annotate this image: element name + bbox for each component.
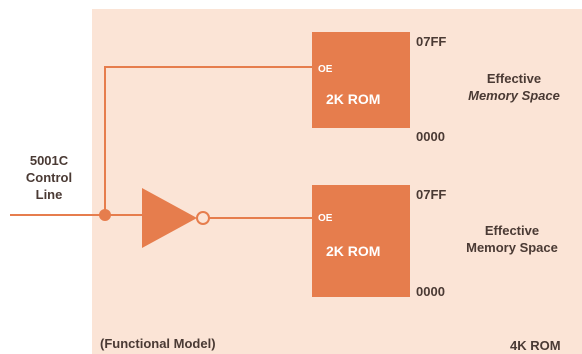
rom-bottom-space-line2: Memory Space: [466, 240, 558, 255]
rom-bottom-addr-high: 07FF: [416, 187, 447, 202]
rom-top-addr-high: 07FF: [416, 34, 447, 49]
top-oe-wire: [104, 66, 312, 215]
rom-top-space-line1: Effective: [486, 71, 542, 86]
control-line-label-2: Control: [25, 170, 73, 185]
control-line-label-3: Line: [35, 187, 63, 202]
inversion-bubble: [196, 211, 210, 225]
control-line-label-1: 5001C: [29, 153, 69, 168]
rom-bottom-effective-space: Effective Memory Space: [442, 222, 582, 256]
rom-bottom-block: OE 2K ROM: [312, 185, 410, 297]
rom-bottom-oe-label: OE: [318, 213, 333, 224]
functional-model-label: (Functional Model): [100, 336, 216, 351]
rom-top-name: 2K ROM: [326, 91, 381, 107]
rom-top-block: OE 2K ROM: [312, 32, 410, 128]
rom-bottom-space-line1: Effective: [484, 223, 540, 238]
rom-bottom-name: 2K ROM: [326, 243, 381, 259]
rom-top-oe-label: OE: [318, 64, 333, 75]
rom-top-space-line2: Memory Space: [468, 88, 560, 103]
inverter-triangle: [142, 188, 197, 248]
rom-top-addr-low: 0000: [416, 129, 445, 144]
total-rom-label: 4K ROM: [510, 338, 561, 353]
rom-top-effective-space: Effective Memory Space: [446, 70, 582, 104]
control-line-label: 5001C Control Line: [14, 152, 84, 203]
rom-bottom-addr-low: 0000: [416, 284, 445, 299]
